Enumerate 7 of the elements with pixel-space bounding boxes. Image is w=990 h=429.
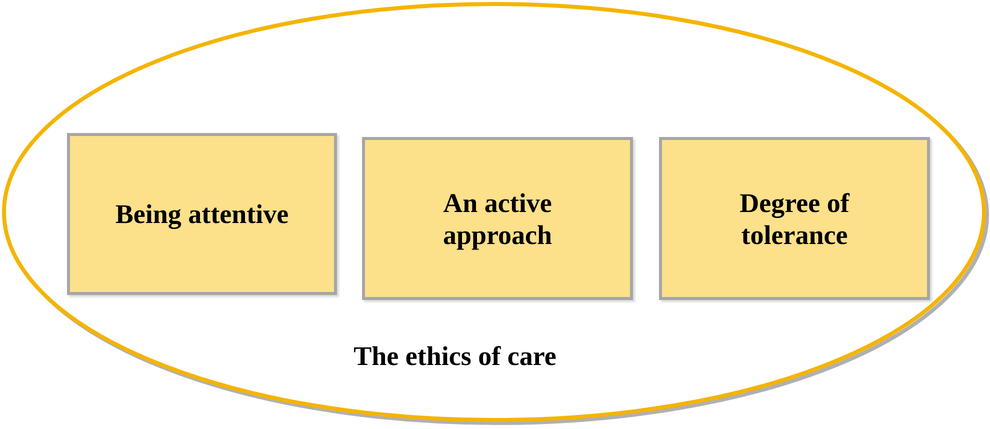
concept-box	[362, 137, 633, 300]
concept-box	[659, 137, 930, 300]
node-text: Degree of tolerance	[738, 186, 851, 250]
node-text: Being attentive	[115, 198, 289, 230]
concept-box	[67, 133, 337, 295]
node-text: The ethics of care	[354, 340, 556, 372]
node-text: An active approach	[442, 186, 554, 250]
